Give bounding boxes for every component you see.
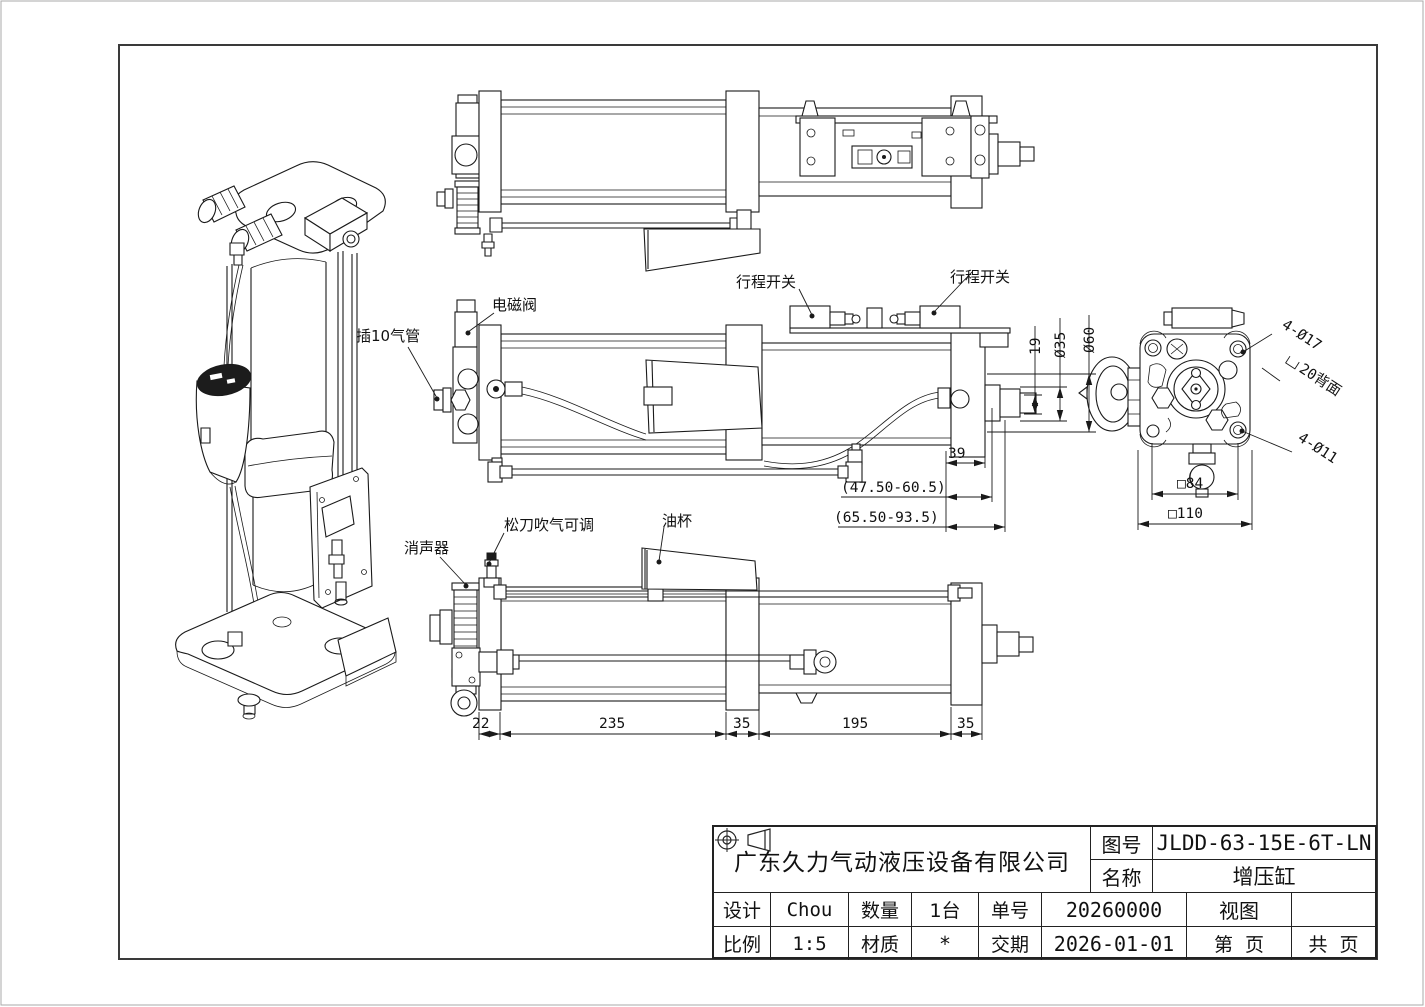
iso-base-plate — [175, 591, 397, 720]
dim-square-84: □84 — [1177, 476, 1203, 492]
label-blow-adjust: 松刀吹气可调 — [504, 516, 594, 534]
travel-switch-left — [789, 305, 861, 329]
dim-stroke-range-1: (47.50-60.5) — [841, 480, 946, 496]
travel-switch-right — [889, 305, 961, 329]
material-value: * — [912, 927, 979, 960]
dim-35-left: 35 — [733, 716, 750, 732]
label-oil-cup: 油杯 — [662, 512, 692, 530]
isometric-view — [175, 161, 397, 720]
dimension-annotations — [407, 271, 1293, 740]
counterbore-icon — [1285, 355, 1300, 370]
dim-39: 39 — [948, 446, 965, 462]
bottom-side-view — [429, 547, 1034, 717]
counterbore-note: 20背面 — [1285, 355, 1344, 400]
projection-symbol-cell — [715, 828, 1375, 927]
iso-solenoid-valve — [303, 197, 369, 253]
part-name-label: 名称 — [1091, 860, 1153, 893]
dim-dia-60: Ø60 — [1082, 327, 1098, 353]
part-name-value: 增压缸 — [1153, 860, 1375, 893]
iso-oil-bottle — [195, 363, 252, 485]
dim-4-dia-17: 4-Ø17 — [1279, 317, 1324, 354]
dim-19: 19 — [1028, 338, 1044, 355]
title-block: 广东久力气动液压设备有限公司 图号 JLDD-63-15E-6T-LN 名称 增… — [712, 825, 1377, 960]
designer-value: Chou — [771, 893, 849, 927]
iso-switch-bracket — [309, 467, 373, 609]
page-cell: 第 页 — [1187, 927, 1292, 960]
quantity-label: 数量 — [849, 893, 912, 927]
middle-side-view — [433, 299, 1037, 483]
dim-4-dia-11: 4-Ø11 — [1295, 430, 1340, 467]
drawing-frame — [118, 44, 1378, 960]
dim-195: 195 — [842, 716, 868, 732]
top-side-view — [436, 90, 1035, 272]
iso-muffler-1 — [197, 185, 246, 224]
dim-dia-35: Ø35 — [1053, 332, 1069, 358]
dim-235: 235 — [599, 716, 625, 732]
total-pages-cell: 共 页 — [1308, 934, 1359, 956]
scale-value: 1:5 — [771, 927, 849, 960]
delivery-value: 2026-01-01 — [1042, 927, 1187, 960]
label-travel-switch-2: 行程开关 — [950, 268, 1010, 286]
label-air-tube: 插10气管 — [356, 327, 420, 345]
drawing-no-value: JLDD-63-15E-6T-LN — [1153, 827, 1375, 860]
dim-stroke-range-2: (65.50-93.5) — [834, 510, 939, 526]
delivery-label: 交期 — [979, 927, 1042, 960]
end-view — [1078, 307, 1251, 498]
blow-adjust-valve — [483, 552, 500, 588]
label-travel-switch-1: 行程开关 — [736, 273, 796, 291]
view-label: 视图 — [1187, 893, 1292, 927]
material-label: 材质 — [849, 927, 912, 960]
dim-square-110: □110 — [1168, 506, 1203, 522]
order-no-label: 单号 — [979, 893, 1042, 927]
dim-counterbore-20: 20背面 — [1296, 360, 1344, 400]
label-solenoid-valve: 电磁阀 — [492, 296, 537, 314]
scale-label: 比例 — [714, 927, 771, 960]
order-no-value: 20260000 — [1042, 893, 1187, 927]
end-view-clamp — [1078, 356, 1143, 432]
oil-cup — [641, 547, 758, 591]
drawing-no-label: 图号 — [1091, 827, 1153, 860]
dim-22: 22 — [472, 716, 489, 732]
label-muffler: 消声器 — [404, 539, 449, 557]
quantity-value: 1台 — [912, 893, 979, 927]
designer-label: 设计 — [714, 893, 771, 927]
company-name: 广东久力气动液压设备有限公司 — [714, 827, 1091, 893]
dim-35-right: 35 — [957, 716, 974, 732]
